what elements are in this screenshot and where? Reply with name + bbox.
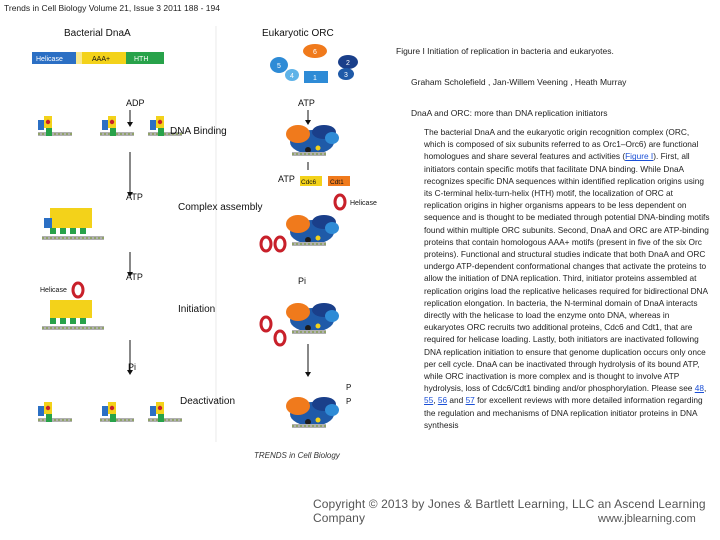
p-label-1: P <box>346 383 351 392</box>
orc-subunit-2: 2 <box>346 60 350 67</box>
p-label-2: P <box>346 397 351 406</box>
article-subtitle: DnaA and ORC: more than DNA replication … <box>411 108 608 118</box>
stage-label-initiation: Initiation <box>178 304 215 315</box>
orc-subunit-6: 6 <box>313 49 317 56</box>
pi-label-1: Pi <box>298 276 306 286</box>
sep-2: , <box>433 395 438 406</box>
authors: Graham Scholefield , Jan-Willem Veening … <box>411 77 627 87</box>
domain-helicase: Helicase <box>36 56 63 63</box>
eukaryotic-title: Eukaryotic ORC <box>262 28 334 39</box>
body-text-1: The bacterial DnaA and the eukaryotic or… <box>424 127 699 162</box>
bacterial-title: Bacterial DnaA <box>64 28 131 39</box>
pi-label-2: Pi <box>128 362 136 372</box>
stage-label-deactivation: Deactivation <box>180 396 235 407</box>
figure-illustration: Bacterial DnaA Eukaryotic ORC Helicase A… <box>30 22 402 462</box>
ref-link-55[interactable]: 55 <box>424 395 434 406</box>
body-text-2: ). First, all initiators contain specifi… <box>424 151 710 394</box>
atp-label-eukaryotic-2: ATP <box>278 174 295 184</box>
body-text-3: for excellent reviews with more detailed… <box>424 395 703 430</box>
atp-label-bacterial-1: ATP <box>126 192 143 202</box>
ref-link-57[interactable]: 57 <box>465 395 475 406</box>
adp-label-bacterial: ADP <box>126 98 145 108</box>
ref-link-56[interactable]: 56 <box>437 395 448 406</box>
atp-label-bacterial-2: ATP <box>126 272 143 282</box>
domain-aaa: AAA+ <box>92 56 110 63</box>
orc-subunit-4: 4 <box>290 73 294 80</box>
stage-label-dna-binding: DNA Binding <box>170 126 227 137</box>
figure-title: Figure I Initiation of replication in ba… <box>396 46 614 56</box>
helicase-label-1: Helicase <box>350 200 377 207</box>
orc-subunit-3: 3 <box>344 72 348 79</box>
sep-1: , <box>703 383 707 394</box>
orc-subunit-diagram: 6 5 2 1 3 4 <box>270 44 358 83</box>
stage-initiation <box>40 300 339 334</box>
cdt1-label: Cdt1 <box>330 179 344 186</box>
dnaa-domain-bar: Helicase AAA+ HTH <box>32 52 164 64</box>
stage-complex-assembly <box>40 208 339 246</box>
ref-link-48[interactable]: 48 <box>694 383 704 394</box>
website-url: www.jblearning.com <box>598 513 696 525</box>
orc-subunit-1: 1 <box>313 75 317 82</box>
atp-label-eukaryotic-1: ATP <box>298 98 315 108</box>
cdc6-label: Cdc6 <box>301 179 317 186</box>
figure-svg: Bacterial DnaA Eukaryotic ORC Helicase A… <box>30 22 402 462</box>
stage-label-complex-assembly: Complex assembly <box>178 202 262 213</box>
helicase-label-2: Helicase <box>40 287 67 294</box>
figure-link[interactable]: Figure I <box>625 151 654 162</box>
trends-logo: TRENDS in Cell Biology <box>254 451 341 460</box>
orc-subunit-5: 5 <box>277 63 281 70</box>
copyright-notice: Copyright © 2013 by Jones & Bartlett Lea… <box>313 497 706 525</box>
domain-hth: HTH <box>134 56 148 63</box>
sep-3: and <box>447 395 466 406</box>
journal-header: Trends in Cell Biology Volume 21, Issue … <box>4 3 220 13</box>
body-paragraph: The bacterial DnaA and the eukaryotic or… <box>424 126 712 431</box>
